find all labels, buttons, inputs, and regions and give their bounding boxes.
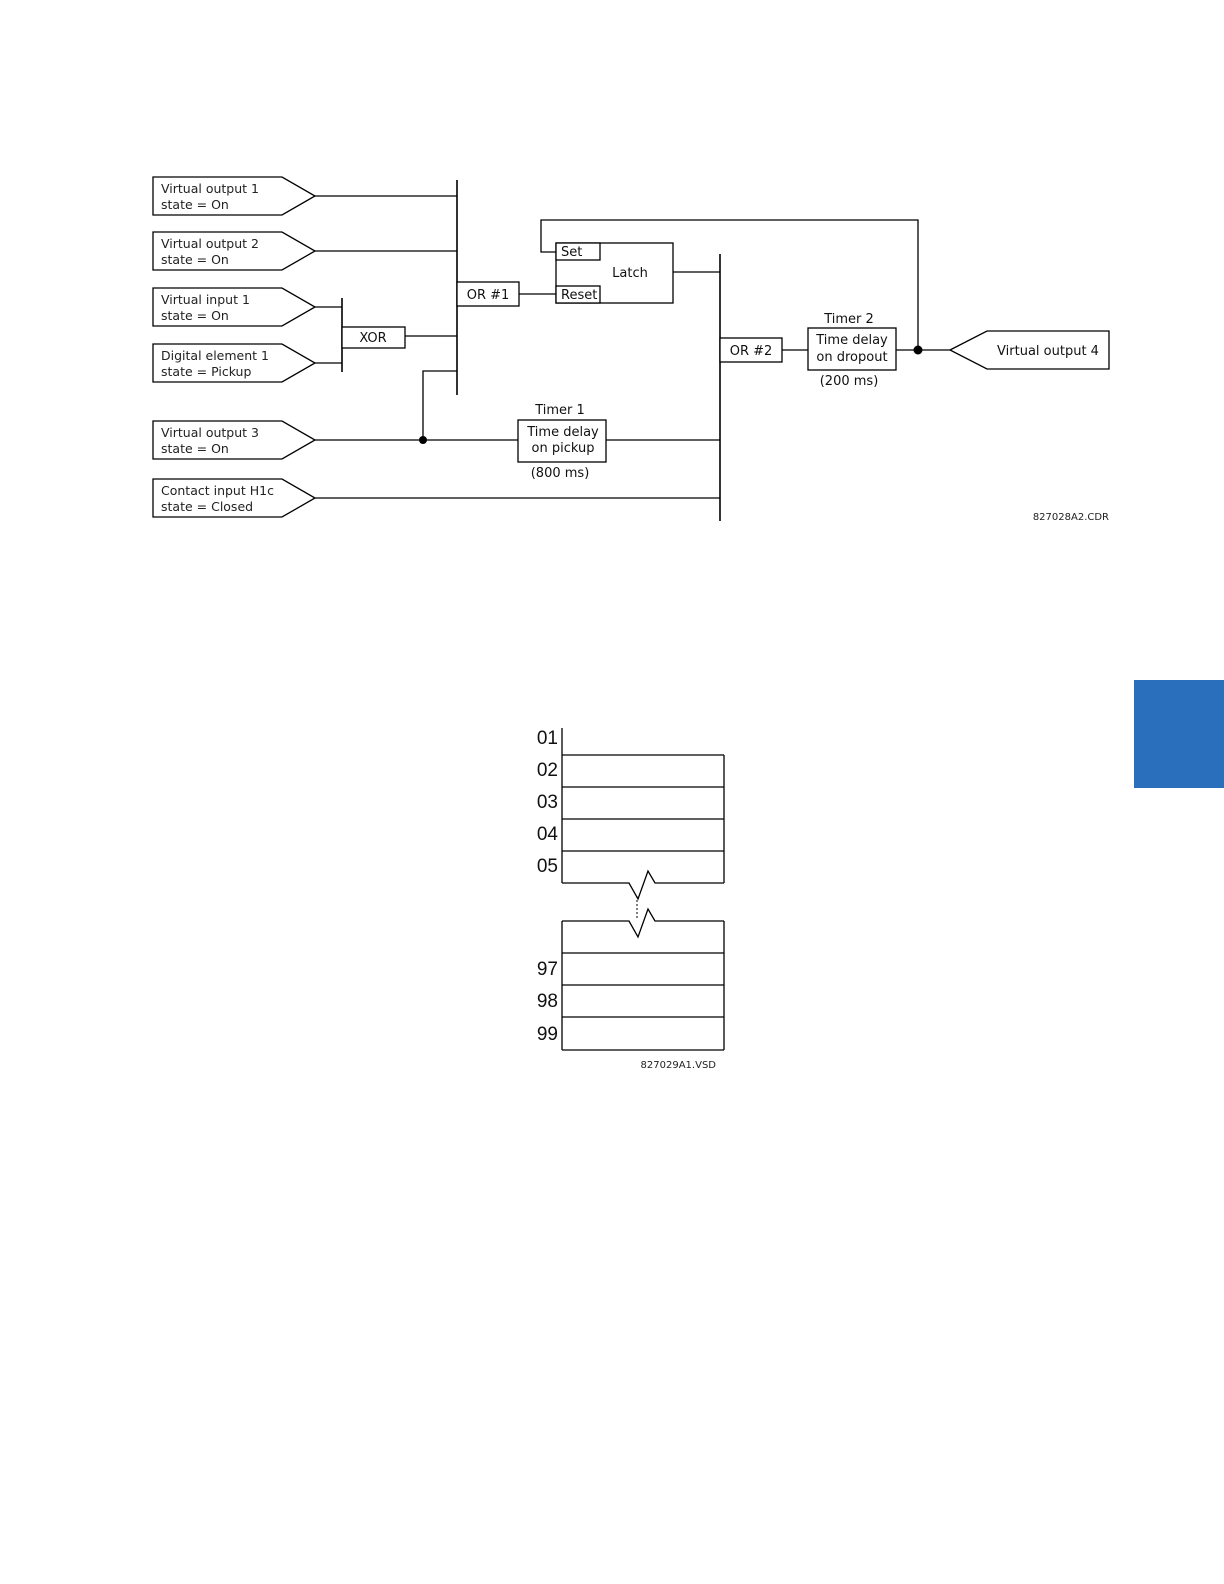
input-2-line2: state = On <box>161 252 229 267</box>
input-6-line1: Contact input H1c <box>161 483 274 498</box>
or2-gate: OR #2 <box>719 254 808 521</box>
timer2: Timer 2 Time delay on dropout (200 ms) <box>807 312 950 389</box>
logic-diagram: Virtual output 1 state = On Virtual outp… <box>152 176 1110 523</box>
latch: Set Reset Latch <box>519 242 720 304</box>
chapter-tab <box>1134 680 1224 788</box>
xor-label: XOR <box>359 331 386 346</box>
input-5-line1: Virtual output 3 <box>161 425 259 440</box>
latch-set-label: Set <box>561 245 582 260</box>
vo3-branch <box>315 370 518 444</box>
row-number: 01 <box>537 728 558 749</box>
figure-1-id: 827028A2.CDR <box>1033 512 1109 523</box>
row-number: 02 <box>537 760 558 781</box>
row-number: 97 <box>537 959 558 980</box>
row-number: 03 <box>537 792 558 813</box>
input-1-line1: Virtual output 1 <box>161 181 259 196</box>
row-number: 04 <box>537 824 559 845</box>
row-number: 98 <box>537 991 558 1012</box>
junction-dot <box>913 345 923 355</box>
timer2-line2: on dropout <box>816 350 887 365</box>
timer1-delay: (800 ms) <box>531 466 590 481</box>
feedback-wire <box>540 219 923 355</box>
junction-dot <box>419 436 427 444</box>
timer1-line1: Time delay <box>526 425 599 440</box>
input-virtual-input-1: Virtual input 1 state = On <box>152 287 317 327</box>
xor-gate: XOR <box>315 298 406 372</box>
line-table: 01 02 03 04 05 97 98 99 827029A1.VSD <box>537 728 725 1071</box>
input-virtual-output-1: Virtual output 1 state = On <box>152 176 317 216</box>
input-contact-input-h1c: Contact input H1c state = Closed <box>152 478 317 518</box>
row-number: 05 <box>537 856 558 877</box>
input-3-line2: state = On <box>161 308 229 323</box>
input-virtual-output-2: Virtual output 2 state = On <box>152 231 317 271</box>
input-4-line1: Digital element 1 <box>161 348 269 363</box>
input-3-line1: Virtual input 1 <box>161 292 250 307</box>
output-label: Virtual output 4 <box>997 344 1099 359</box>
figure-2-id: 827029A1.VSD <box>641 1060 717 1071</box>
input-6-line2: state = Closed <box>161 499 253 514</box>
latch-reset-pin <box>555 285 601 304</box>
timer2-line1: Time delay <box>815 333 888 348</box>
timer2-title: Timer 2 <box>823 312 874 327</box>
input-2-line1: Virtual output 2 <box>161 236 259 251</box>
or2-label: OR #2 <box>730 344 773 359</box>
or1-label: OR #1 <box>467 288 510 303</box>
or1-gate: OR #1 <box>315 180 520 395</box>
timer1-title: Timer 1 <box>534 403 585 418</box>
row-number: 99 <box>537 1024 558 1045</box>
output-virtual-output-4: Virtual output 4 <box>948 330 1110 370</box>
latch-label: Latch <box>612 266 648 281</box>
input-digital-element-1: Digital element 1 state = Pickup <box>152 343 317 383</box>
timer1-line2: on pickup <box>532 441 595 456</box>
break-line-top <box>562 869 724 901</box>
input-virtual-output-3: Virtual output 3 state = On <box>152 420 317 460</box>
timer1: Timer 1 Time delay on pickup (800 ms) <box>517 403 720 481</box>
input-5-line2: state = On <box>161 441 229 456</box>
latch-reset-label: Reset <box>561 288 597 303</box>
break-line-bottom <box>562 907 724 939</box>
input-4-line2: state = Pickup <box>161 364 251 379</box>
input-1-line2: state = On <box>161 197 229 212</box>
timer2-delay: (200 ms) <box>820 374 879 389</box>
